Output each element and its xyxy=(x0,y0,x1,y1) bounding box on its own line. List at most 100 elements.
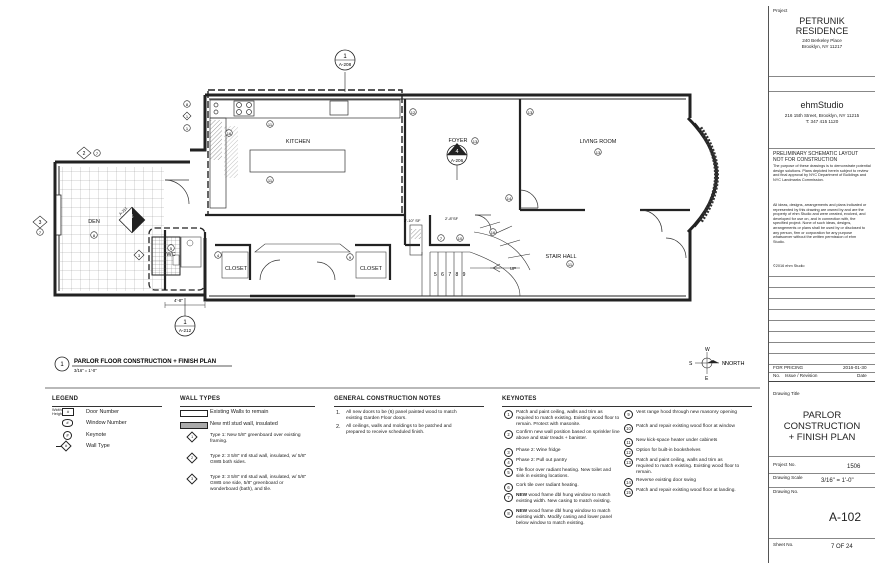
interior-walls xyxy=(163,99,690,290)
kitchen-cabinets xyxy=(209,99,401,209)
keynote-10-icon: 10 xyxy=(624,424,633,433)
exterior-walls xyxy=(53,93,692,302)
keynote-13: Patch and paint ceiling, walls and trim … xyxy=(636,458,740,475)
svg-text:11: 11 xyxy=(568,262,573,267)
keynote-12-icon: 12 xyxy=(624,448,633,457)
keynote-1-icon: 1 xyxy=(504,410,513,419)
svg-text:2'-10" SF: 2'-10" SF xyxy=(404,218,421,223)
keynote-11: New kick-space heater under cabinets xyxy=(636,438,718,443)
keynote-10: Patch and repair existing wood floor at … xyxy=(636,424,735,429)
general-notes-header: GENERAL CONSTRUCTION NOTES xyxy=(334,396,441,402)
project-name-2: RESIDENCE xyxy=(795,26,849,36)
svg-text:N: N xyxy=(722,361,726,367)
legend-wall-type: Wall Type xyxy=(86,443,110,449)
issue-date: 2016-01-30 xyxy=(843,365,867,370)
window-number-icon: # xyxy=(62,419,73,427)
svg-text:7: 7 xyxy=(440,236,443,241)
wall-type-existing: Existing Walls to remain xyxy=(210,409,269,415)
svg-text:NORTH: NORTH xyxy=(725,361,744,367)
wall-type-3-icon: 3 xyxy=(186,473,198,485)
svg-text:1: 1 xyxy=(186,126,189,131)
svg-text:7: 7 xyxy=(96,151,99,156)
keynote-6: Cork tile over radiant heating. xyxy=(516,483,579,488)
legend-header: LEGEND xyxy=(52,396,79,402)
room-stair-hall: STAIR HALL xyxy=(545,254,576,260)
wall-type-2-icon: 2 xyxy=(186,452,198,464)
project-label: Project xyxy=(773,8,788,13)
svg-text:5: 5 xyxy=(131,214,134,220)
keynote-1: Patch and paint ceiling, walls and trim … xyxy=(516,410,620,427)
firm-phone: T: 347 415 1120 xyxy=(805,119,839,124)
wall-type-3: Type 3: 3 5/8" mtl stud wall, insulated,… xyxy=(210,475,307,492)
drawing-scale-label: Drawing Scale xyxy=(773,475,803,480)
address-2: Brooklyn, NY 11217 xyxy=(801,44,843,49)
drawing-no: A-102 xyxy=(829,510,862,524)
keynote-3-icon: 3 xyxy=(504,448,513,457)
door-swings xyxy=(164,179,687,281)
wall-types: WALL TYPES Existing Walls to remain New … xyxy=(180,396,320,556)
svg-text:S: S xyxy=(689,361,693,367)
svg-text:3/16" = 1'-0": 3/16" = 1'-0" xyxy=(74,368,97,373)
drawing-title-2: CONSTRUCTION xyxy=(783,421,861,432)
bay-window xyxy=(686,116,719,234)
keynote-5-icon: 5 xyxy=(504,468,513,477)
room-labels: KITCHEN FOYER LIVING ROOM DEN WC CLOSET … xyxy=(88,138,617,272)
wc-boundary xyxy=(148,227,206,291)
legend-door-number: Door Number xyxy=(86,409,120,415)
room-kitchen: KITCHEN xyxy=(286,139,310,145)
note-2: All ceilings, walls and moldings to be p… xyxy=(346,424,452,435)
svg-text:13: 13 xyxy=(528,110,533,115)
wall-type-1: Type 1: New 5/8" greenboard over existin… xyxy=(210,433,301,444)
prelim-2: NOT FOR CONSTRUCTION xyxy=(773,157,838,163)
note-1: All new doors to be (6) panel painted wo… xyxy=(346,410,457,421)
svg-text:11: 11 xyxy=(268,122,273,127)
room-den: DEN xyxy=(88,219,100,225)
keynote-2: Confirm new wall position based on sprin… xyxy=(516,430,620,441)
sheet-no-label: Sheet No. xyxy=(773,542,794,547)
drawing-title-3: + FINISH PLAN xyxy=(788,432,856,443)
wall-type-new: New mtl stud wall, insulated xyxy=(210,421,278,427)
room-living: LIVING ROOM xyxy=(580,139,617,145)
new-wall-swatch xyxy=(180,422,208,429)
section-marker-top: 1 A-208 xyxy=(334,49,356,71)
svg-text:9: 9 xyxy=(349,255,352,260)
keynote-8: NEW wood frame dbl hung window to match … xyxy=(516,509,612,526)
svg-text:1: 1 xyxy=(343,54,347,60)
project-no-label: Project No. xyxy=(773,462,796,467)
room-closet-2: CLOSET xyxy=(360,266,383,272)
keynote-tags: 8 1 1 11 11 16 13 12 13 13 8 5 3 4 9 11 … xyxy=(90,100,602,268)
note-2-number: 2. xyxy=(336,424,341,430)
project-name-1: PETRUNIK xyxy=(799,16,845,26)
keynote-14: Reverse existing door swing xyxy=(636,478,696,483)
prelim-1: PRELIMINARY SCHEMATIC LAYOUT xyxy=(773,151,859,157)
copyright-text: All ideas, designs, arrangements and pla… xyxy=(773,203,867,244)
sheet-no: 7 OF 24 xyxy=(831,544,853,550)
svg-text:A-211: A-211 xyxy=(118,206,128,216)
plan-title-block: 1 PARLOR FLOOR CONSTRUCTION + FINISH PLA… xyxy=(54,356,232,373)
svg-text:2'-8"SF: 2'-8"SF xyxy=(445,216,459,221)
address-1: 240 Berkeley Place xyxy=(802,38,842,43)
keynote-2-icon: 2 xyxy=(504,430,513,439)
col-date: Date xyxy=(857,373,867,378)
svg-text:14: 14 xyxy=(507,196,512,201)
door-number-icon: # xyxy=(62,408,74,416)
keynote-icon: # xyxy=(63,431,72,440)
svg-text:A-208: A-208 xyxy=(339,62,352,67)
firm-name: ehmStudio xyxy=(800,100,844,110)
section-marker-left: 3 7 xyxy=(32,215,48,236)
svg-text:A-212: A-212 xyxy=(179,328,192,333)
stair-up: UP xyxy=(510,266,516,271)
keynote-12: Option for built-in bookshelves xyxy=(636,448,701,453)
drawing-no-label: Drawing No. xyxy=(773,489,799,494)
note-1-number: 1. xyxy=(336,410,341,416)
drawing-scale: 3/16" = 1'-0" xyxy=(821,478,854,484)
keynote-4: Phase 2: Pull out pantry xyxy=(516,458,567,463)
existing-wall-swatch xyxy=(180,410,208,417)
drawing-title-1: PARLOR xyxy=(802,410,842,421)
prelim-text: The purpose of these drawings is to demo… xyxy=(773,164,871,182)
svg-text:16: 16 xyxy=(227,131,232,136)
svg-text:11: 11 xyxy=(268,178,273,183)
keynotes-header: KEYNOTES xyxy=(502,396,537,402)
